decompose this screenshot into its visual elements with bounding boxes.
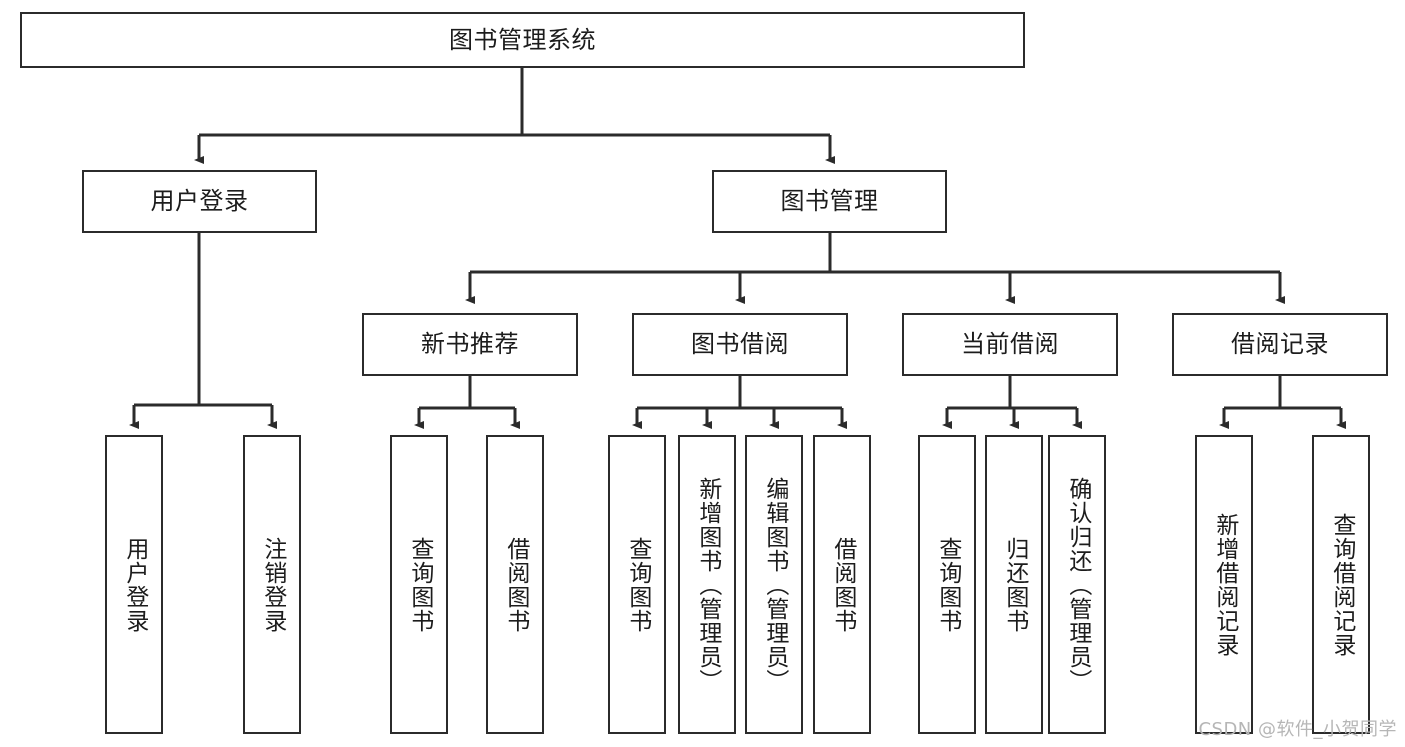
node-label: 注销登录 <box>259 536 286 633</box>
node-label: 图书借阅 <box>691 330 789 359</box>
node-label: 归还图书 <box>1001 536 1028 633</box>
node-leaf-borrow-book-2[interactable]: 借阅图书 <box>813 435 871 734</box>
node-book-management[interactable]: 图书管理 <box>712 170 947 233</box>
node-new-book-recommend[interactable]: 新书推荐 <box>362 313 578 376</box>
node-leaf-logout-login[interactable]: 注销登录 <box>243 435 301 734</box>
node-label: 确认归还（管理员） <box>1064 476 1091 693</box>
node-leaf-confirm-return[interactable]: 确认归还（管理员） <box>1048 435 1106 734</box>
node-label: 查询借阅记录 <box>1328 512 1355 657</box>
node-leaf-add-record[interactable]: 新增借阅记录 <box>1195 435 1253 734</box>
node-label: 借阅记录 <box>1231 330 1329 359</box>
node-leaf-query-book-2[interactable]: 查询图书 <box>608 435 666 734</box>
node-label: 当前借阅 <box>961 330 1059 359</box>
node-leaf-query-book-3[interactable]: 查询图书 <box>918 435 976 734</box>
node-leaf-edit-book[interactable]: 编辑图书（管理员） <box>745 435 803 734</box>
node-leaf-query-record[interactable]: 查询借阅记录 <box>1312 435 1370 734</box>
node-label: 编辑图书（管理员） <box>761 476 788 693</box>
node-label: 用户登录 <box>150 187 249 216</box>
node-label: 图书管理系统 <box>449 25 596 54</box>
node-leaf-borrow-book-1[interactable]: 借阅图书 <box>486 435 544 734</box>
node-leaf-add-book[interactable]: 新增图书（管理员） <box>678 435 736 734</box>
node-book-borrow[interactable]: 图书借阅 <box>632 313 848 376</box>
node-label: 借阅图书 <box>502 536 529 633</box>
node-label: 新增图书（管理员） <box>694 476 721 693</box>
node-book-management-system[interactable]: 图书管理系统 <box>20 12 1025 68</box>
node-label: 新书推荐 <box>421 330 519 359</box>
node-leaf-query-book-1[interactable]: 查询图书 <box>390 435 448 734</box>
node-label: 查询图书 <box>934 536 961 633</box>
node-label: 用户登录 <box>121 536 148 633</box>
node-label: 图书管理 <box>780 187 879 216</box>
node-label: 查询图书 <box>406 536 433 633</box>
node-current-borrow[interactable]: 当前借阅 <box>902 313 1118 376</box>
node-borrow-record[interactable]: 借阅记录 <box>1172 313 1388 376</box>
node-label: 新增借阅记录 <box>1211 512 1238 657</box>
watermark: CSDN @软件_小贺同学 <box>1198 719 1397 740</box>
node-leaf-return-book[interactable]: 归还图书 <box>985 435 1043 734</box>
node-leaf-user-login[interactable]: 用户登录 <box>105 435 163 734</box>
node-label: 查询图书 <box>624 536 651 633</box>
node-label: 借阅图书 <box>829 536 856 633</box>
node-user-login[interactable]: 用户登录 <box>82 170 317 233</box>
